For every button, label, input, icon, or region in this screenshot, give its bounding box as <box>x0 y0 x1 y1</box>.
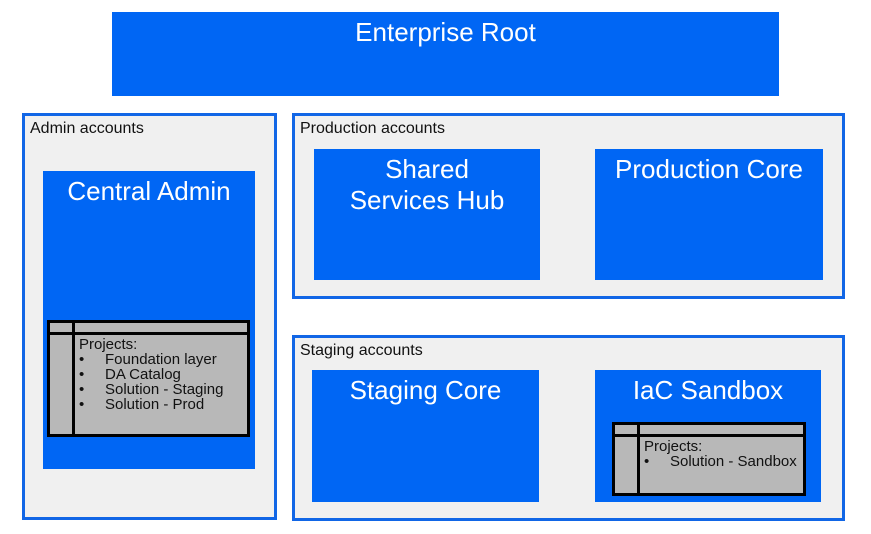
production-accounts-label: Production accounts <box>300 120 445 137</box>
project-item: Solution - Sandbox <box>644 454 797 469</box>
staging-core-title: Staging Core <box>349 375 502 405</box>
central-admin-title: Central Admin <box>67 176 231 206</box>
iac-sandbox-title: IaC Sandbox <box>632 375 784 405</box>
projects-list: Projects: Solution - Sandbox <box>644 439 797 469</box>
admin-accounts-label: Admin accounts <box>30 120 144 137</box>
projects-table-divider <box>72 323 75 434</box>
projects-list: Projects: Foundation layer DA Catalog So… <box>79 337 223 412</box>
enterprise-root-node[interactable]: Enterprise Root <box>112 12 779 96</box>
project-item: Foundation layer <box>79 352 223 367</box>
project-item: Solution - Staging <box>79 382 223 397</box>
staging-accounts-label: Staging accounts <box>300 342 423 359</box>
project-item: DA Catalog <box>79 367 223 382</box>
projects-heading: Projects: <box>79 336 138 353</box>
staging-core-node[interactable]: Staging Core <box>312 370 539 502</box>
production-core-node[interactable]: Production Core <box>595 149 823 280</box>
production-core-title: Production Core <box>615 154 803 184</box>
projects-heading: Projects: <box>644 438 703 455</box>
iac-sandbox-projects-table: Projects: Solution - Sandbox <box>612 422 806 496</box>
central-admin-projects-table: Projects: Foundation layer DA Catalog So… <box>47 320 250 437</box>
iac-sandbox-node[interactable]: IaC Sandbox Projects: Solution - Sandbox <box>595 370 821 502</box>
projects-table-header <box>615 425 803 437</box>
shared-services-hub-node[interactable]: Shared Services Hub <box>314 149 540 280</box>
projects-table-header <box>50 323 247 335</box>
project-item: Solution - Prod <box>79 397 223 412</box>
central-admin-node[interactable]: Central Admin Projects: Foundation layer… <box>43 171 255 469</box>
enterprise-root-title: Enterprise Root <box>355 17 536 47</box>
projects-table-divider <box>637 425 640 493</box>
shared-services-hub-title: Shared Services Hub <box>349 154 505 215</box>
